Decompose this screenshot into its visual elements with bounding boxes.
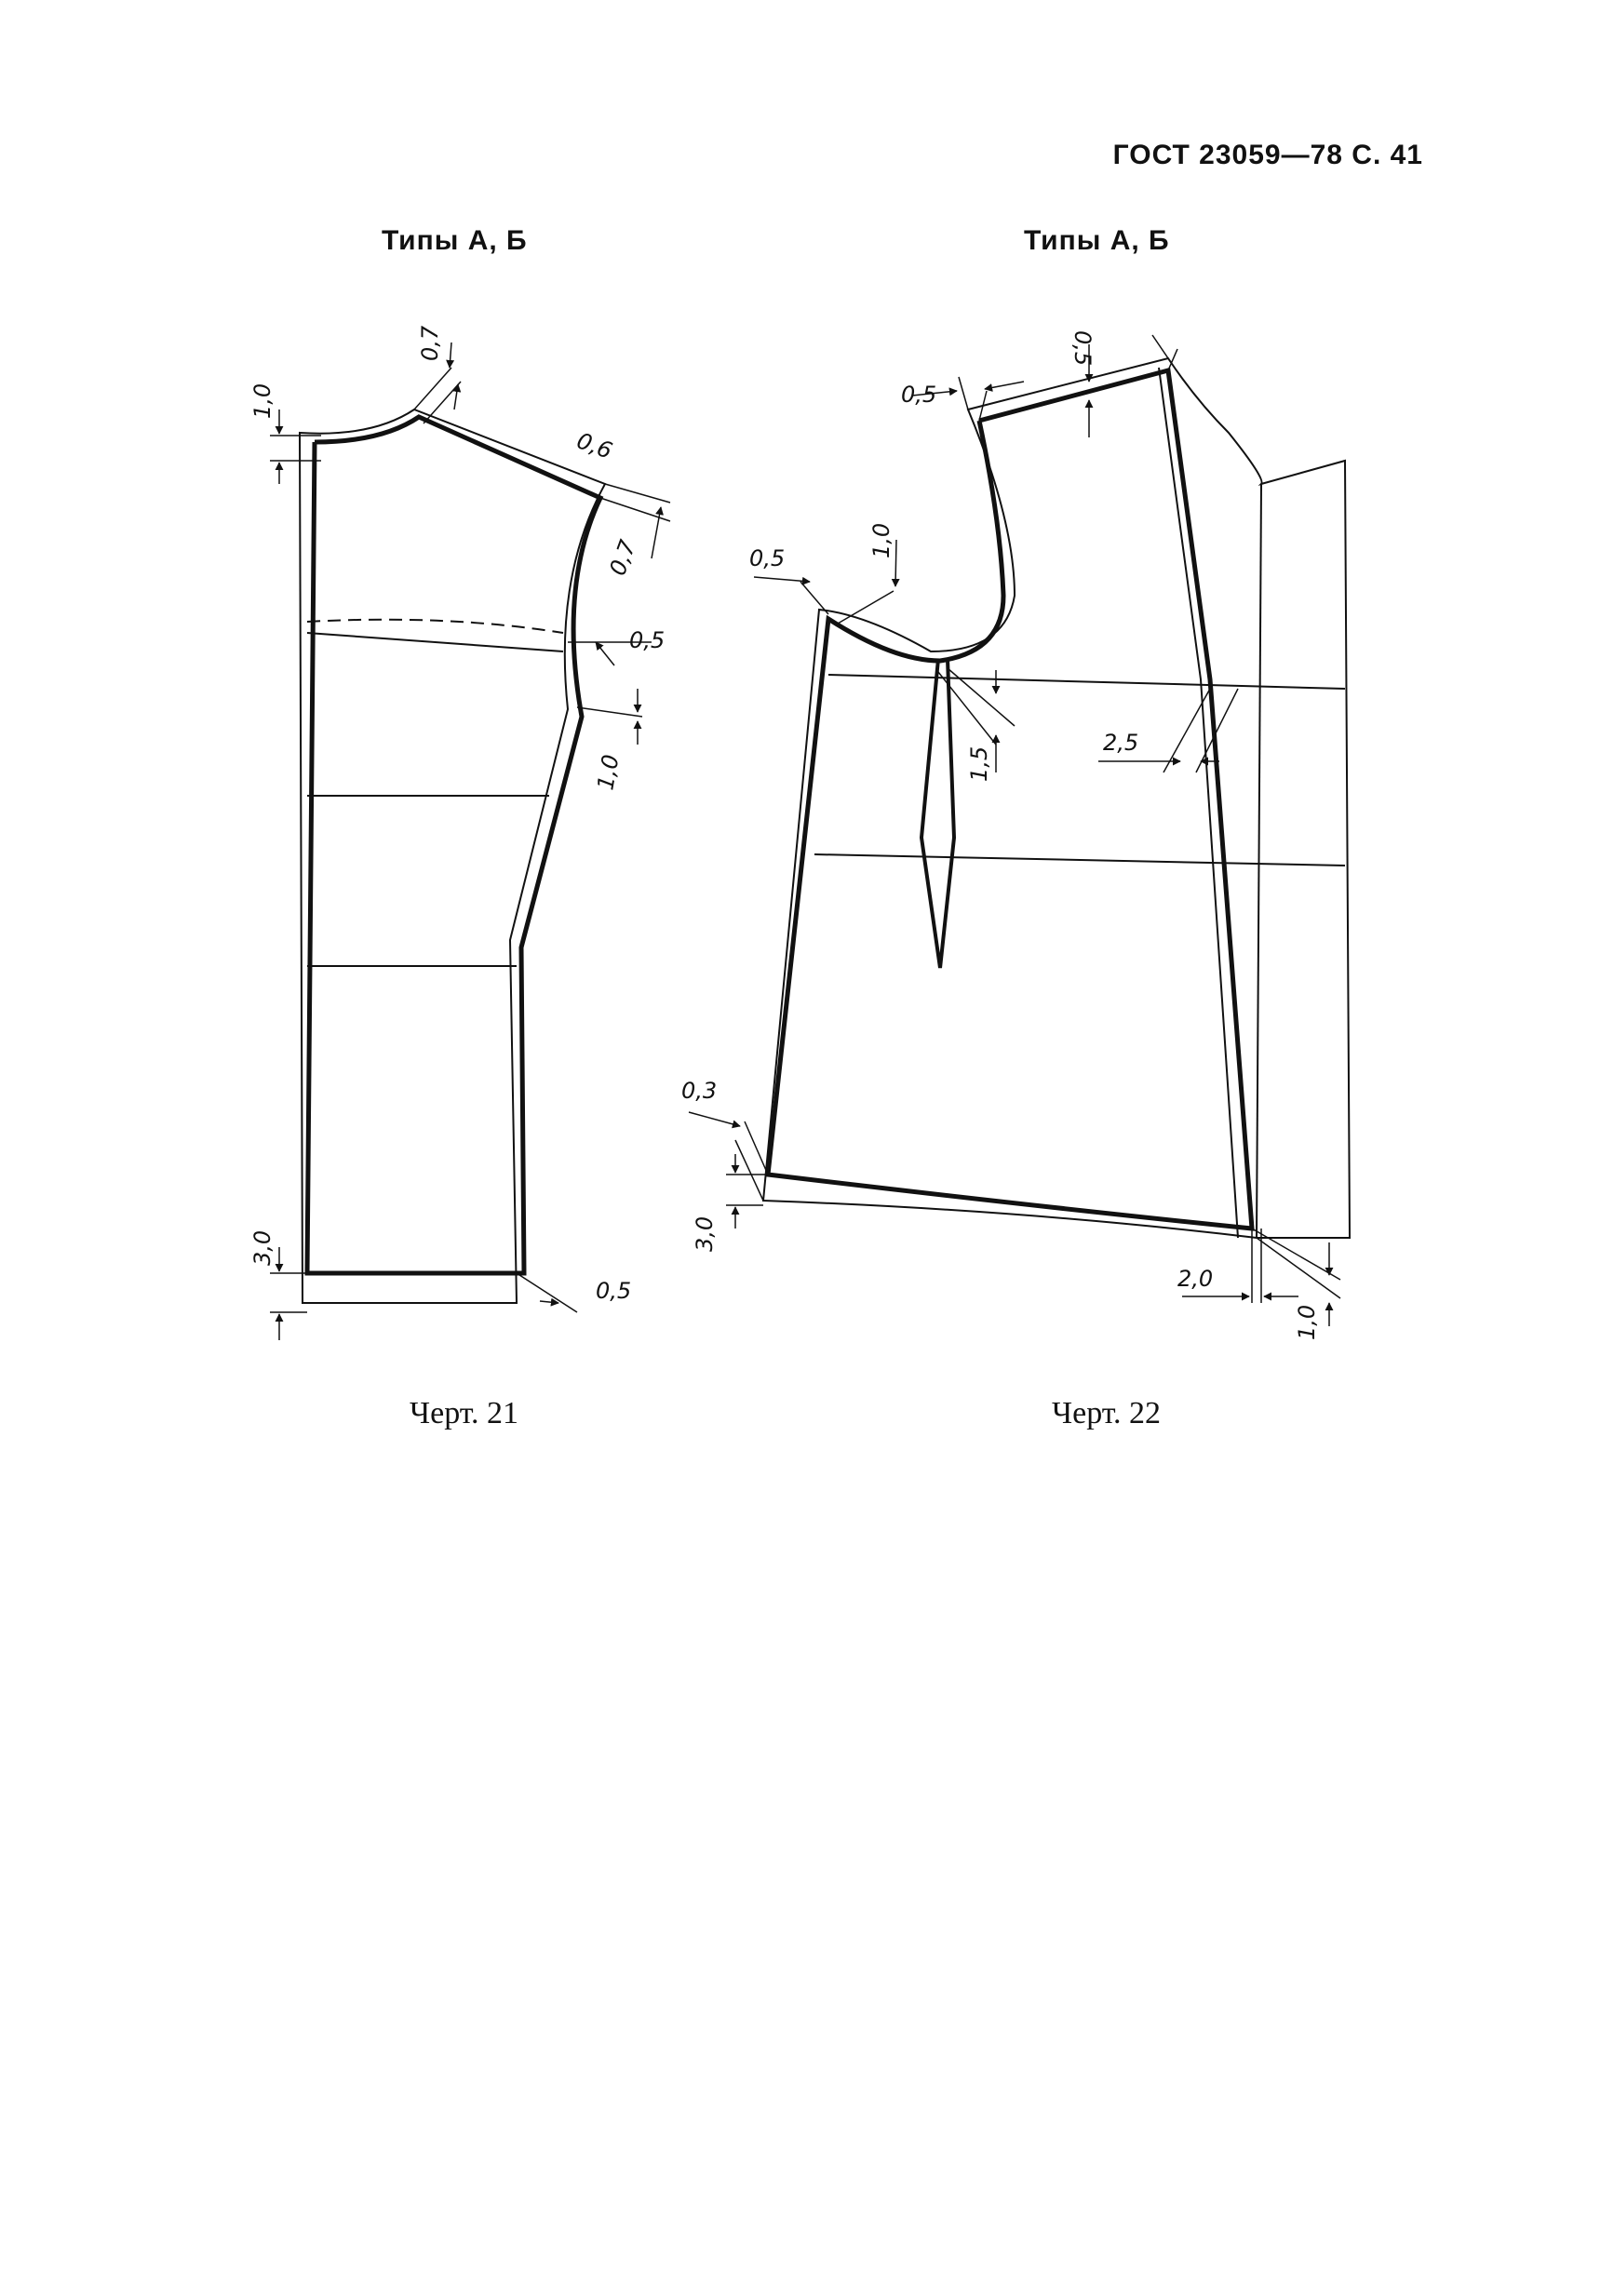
- figure-21-title: Типы А, Б: [382, 225, 528, 256]
- fig22-dim-1: 0,5: [901, 382, 936, 408]
- front-line-1: [827, 674, 1346, 690]
- figure-21-caption: Черт. 21: [410, 1396, 519, 1430]
- figure-22-title: Типы А, Б: [1024, 225, 1170, 256]
- fig21-dim-6: 1,0: [592, 753, 624, 792]
- fig22-dim-3: 1,0: [868, 523, 894, 558]
- fig21-dim-2: 0,7: [417, 325, 443, 361]
- front-panel-line: [1256, 483, 1262, 1239]
- fig21-dim-5: 0,5: [629, 627, 665, 653]
- page-header: ГОСТ 23059—78 С. 41: [1112, 140, 1423, 170]
- fig22-dim-8: 3,0: [692, 1216, 718, 1252]
- fig22-dim-9: 2,0: [1177, 1266, 1213, 1292]
- sleeve-outer-outline: [298, 408, 607, 1304]
- sleeve-line-1: [306, 632, 564, 652]
- figure-21-sleeve-pattern: [270, 342, 671, 1340]
- figure-22-front-pattern: [688, 334, 1352, 1326]
- fig21-dim-3: 0,6: [573, 427, 615, 463]
- fig22-dim-10: 1,0: [1294, 1305, 1320, 1340]
- fig22-dim-7: 0,3: [681, 1078, 717, 1104]
- figure-22-caption: Черт. 22: [1052, 1396, 1162, 1430]
- fig21-dim-7: 3,0: [249, 1230, 276, 1266]
- fig21-dim-1: 1,0: [249, 383, 276, 419]
- fig21-dim-4: 0,7: [604, 536, 641, 579]
- fig22-dim-6: 2,5: [1103, 730, 1138, 756]
- fig22-dim-4: 0,5: [749, 545, 785, 571]
- fig22-dim-2: 0,5: [1069, 330, 1096, 366]
- front-side-line: [1158, 367, 1239, 1239]
- fig22-dim-5: 1,5: [966, 746, 992, 782]
- sleeve-dashed-curve: [306, 618, 564, 634]
- front-seam-line: [765, 367, 1255, 1231]
- fig21-dim-8: 0,5: [596, 1278, 631, 1304]
- front-outer-outline: [761, 356, 1352, 1239]
- front-dart: [919, 658, 957, 969]
- sleeve-seam-line: [304, 414, 604, 1276]
- front-line-2: [814, 853, 1346, 866]
